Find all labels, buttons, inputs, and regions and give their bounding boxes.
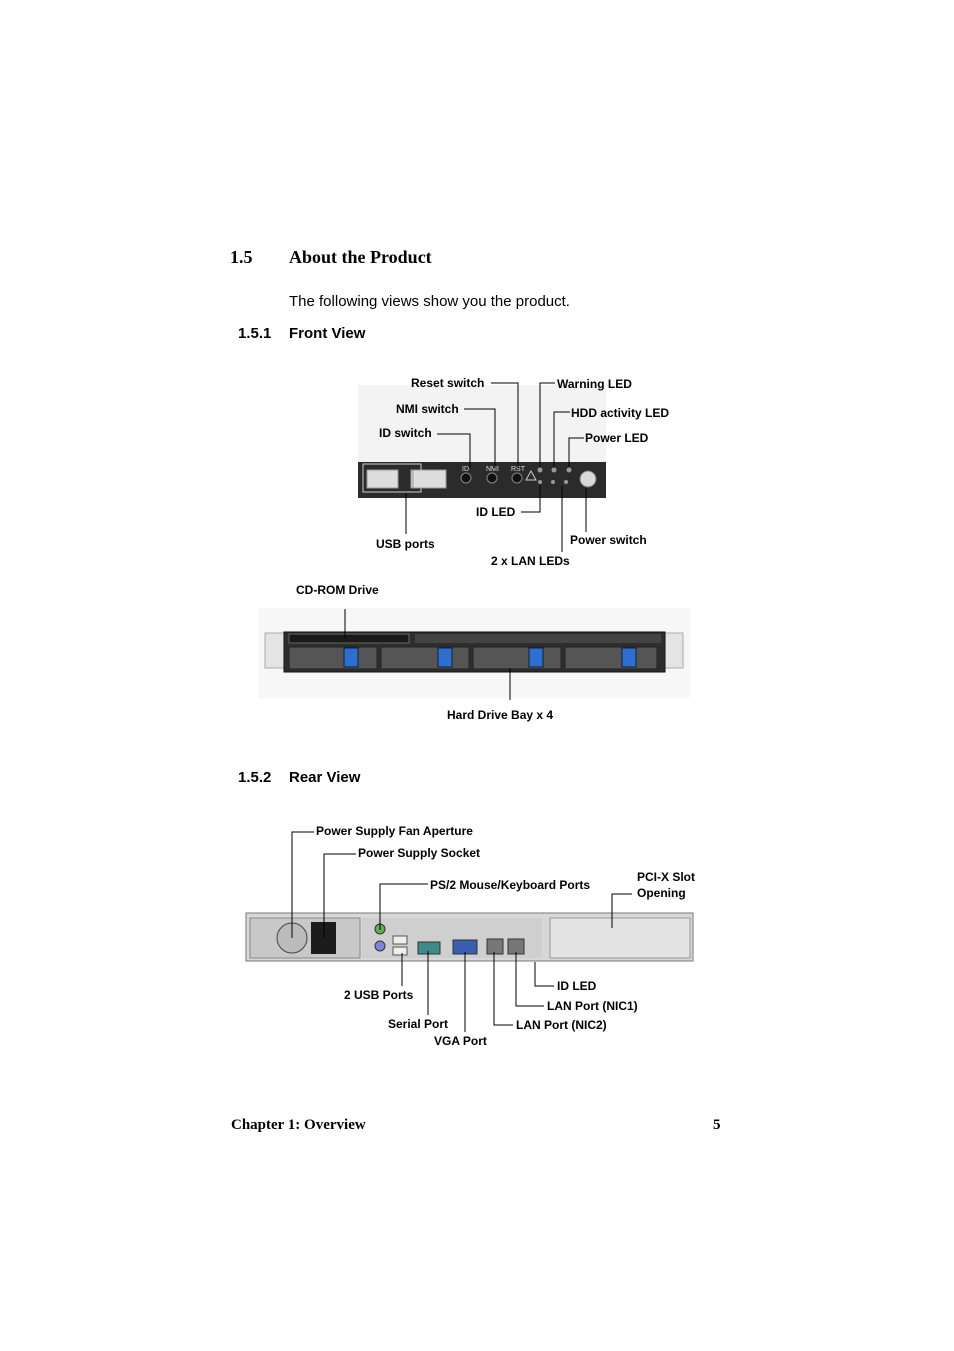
drive-bay-4 [564,646,658,670]
reset-switch-button [511,472,523,484]
label-cdrom-drive: CD-ROM Drive [296,583,379,597]
drive-bay-3 [472,646,562,670]
callout-reset [491,382,519,468]
serial-port-shape [417,941,441,955]
usb-rear-1 [392,935,408,945]
callout-nic1 [515,952,544,1007]
label-vga-port: VGA Port [434,1034,487,1048]
rear-view-title: Rear View [289,769,361,786]
label-pcix-line1: PCI-X Slot [637,870,696,884]
lan-nic1-shape [507,938,525,955]
id-switch-button [460,472,472,484]
label-lan-nic2: LAN Port (NIC2) [516,1018,607,1032]
drive-latch-4 [621,647,637,668]
warning-led [537,467,543,473]
lan-led-2 [564,480,568,484]
footer-chapter: Chapter 1: Overview [231,1117,366,1133]
label-serial-port: Serial Port [388,1017,449,1031]
label-usb-ports: USB ports [376,537,435,551]
front-view-number: 1.5.1 [238,325,272,342]
label-psu-fan: Power Supply Fan Aperture [316,824,473,838]
right-ear [662,632,684,669]
callout-nmi [464,408,496,468]
callout-psu-socket [323,853,356,938]
nmi-mark: NMI [486,466,499,473]
callout-pcix [611,893,632,928]
id-led [538,480,542,484]
lan-led-1 [551,480,555,484]
label-warning-led: Warning LED [557,377,632,391]
front-panel-backdrop [358,385,606,463]
callout-id-led-rear [534,962,554,987]
label-nmi-switch: NMI switch [396,402,459,416]
power-switch-button [579,470,597,488]
footer-page-number: 5 [713,1117,721,1133]
front-view-title: Front View [289,325,366,342]
pcix-slot-area [549,917,691,959]
label-id-led-rear: ID LED [557,979,597,993]
callout-psu-fan [291,831,314,938]
callout-hdd [553,411,570,467]
power-led [566,467,572,473]
rst-mark: RST [511,466,526,473]
callout-id-switch [437,433,471,468]
label-psu-socket: Power Supply Socket [358,846,481,860]
id-mark: ID [462,466,469,473]
drive-bay-2 [380,646,470,670]
label-usb-rear: 2 USB Ports [344,988,414,1002]
drive-latch-1 [343,647,359,668]
cdrom-tray [288,633,410,644]
usb-port-2-body [412,469,447,489]
usb-port-1 [366,469,399,489]
label-id-switch: ID switch [379,426,432,440]
section-title: About the Product [289,247,432,267]
label-hard-drive-bay: Hard Drive Bay x 4 [447,708,554,722]
label-hdd-activity-led: HDD activity LED [571,406,670,420]
label-power-switch: Power switch [570,533,647,547]
label-id-led: ID LED [476,505,516,519]
callout-nic2 [493,952,513,1026]
left-ear [264,632,286,669]
warning-icon [525,469,537,481]
drive-bay-1 [288,646,378,670]
vga-port-shape [452,939,478,955]
intro-paragraph: The following views show you the product… [289,293,570,310]
vent-strip [415,634,661,643]
callout-power-led [568,437,584,467]
label-pcix-line2: Opening [637,886,686,900]
drive-latch-3 [528,647,544,668]
callout-warning [539,382,555,467]
hdd-activity-led [551,467,557,473]
label-lan-leds: 2 x LAN LEDs [491,554,570,568]
nmi-switch-button [486,472,498,484]
usb-rear-2 [392,946,408,956]
label-power-led: Power LED [585,431,649,445]
callout-ps2 [379,883,428,930]
label-reset-switch: Reset switch [411,376,485,390]
drive-latch-2 [437,647,453,668]
section-number: 1.5 [230,247,253,267]
lan-nic2-shape [486,938,504,955]
rear-view-number: 1.5.2 [238,769,272,786]
label-lan-nic1: LAN Port (NIC1) [547,999,638,1013]
ps2-keyboard-port [374,940,386,952]
label-ps2-ports: PS/2 Mouse/Keyboard Ports [430,878,591,892]
callout-id-led [521,485,541,513]
